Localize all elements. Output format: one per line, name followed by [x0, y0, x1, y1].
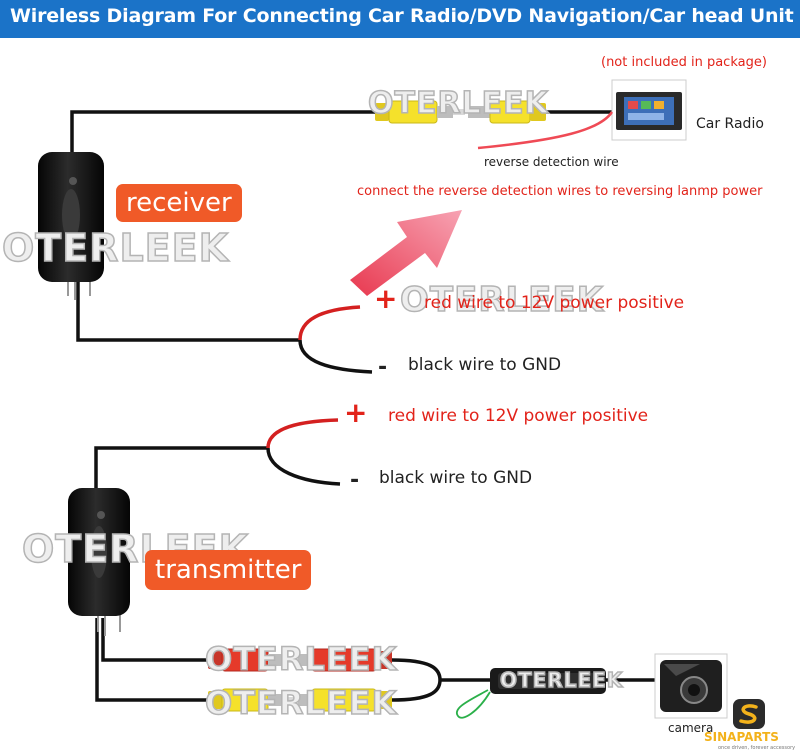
transmitter-wires [94, 418, 655, 719]
receiver-minus-sign: - [378, 355, 388, 380]
camera-connector-icon [490, 668, 606, 694]
rca-connector-icon [208, 648, 392, 672]
watermark: OTERLEEK [1, 225, 230, 271]
page-title: Wireless Diagram For Connecting Car Radi… [10, 5, 794, 27]
rca-connector-icon [208, 688, 392, 712]
receiver-red-wire-label: red wire to 12V power positive [424, 293, 685, 313]
car-radio-icon [611, 79, 687, 141]
receiver-plus-sign: + [374, 282, 398, 315]
receiver-label: receiver [116, 184, 242, 222]
rca-connector-icon [375, 100, 612, 124]
sinaparts-logo-icon [733, 699, 765, 729]
brand-name: SINAPARTS [704, 730, 779, 744]
title-bar: Wireless Diagram For Connecting Car Radi… [0, 0, 800, 38]
brand-tagline: once driven, forever accessory [718, 745, 796, 751]
reverse-detection-wire [477, 111, 614, 150]
reverse-wire-label: reverse detection wire [484, 155, 619, 169]
watermark: OTERLEEK [399, 279, 604, 321]
transmitter-plus-sign: + [344, 396, 368, 429]
arrow-icon [350, 210, 462, 296]
not-included-note: (not included in package) [601, 55, 767, 70]
receiver-wires [70, 110, 380, 374]
transmitter-minus-sign: - [350, 468, 360, 493]
transmitter-red-wire-label: red wire to 12V power positive [388, 406, 649, 426]
watermark: OTERLEEK [499, 667, 624, 693]
watermark: OTERLEEK [367, 85, 549, 122]
receiver-black-wire-label: black wire to GND [408, 355, 562, 375]
watermark: OTERLEEK [204, 639, 398, 679]
camera-label: camera [668, 721, 714, 735]
receiver-module-icon [38, 152, 104, 300]
transmitter-label: transmitter [145, 550, 312, 590]
camera-icon [654, 653, 728, 719]
wiring-diagram [38, 79, 765, 729]
transmitter-module-icon [68, 488, 130, 636]
transmitter-black-wire-label: black wire to GND [379, 468, 533, 488]
watermark: OTERLEEK [204, 683, 398, 723]
car-radio-label: Car Radio [696, 116, 764, 132]
connect-instruction: connect the reverse detection wires to r… [357, 184, 763, 199]
